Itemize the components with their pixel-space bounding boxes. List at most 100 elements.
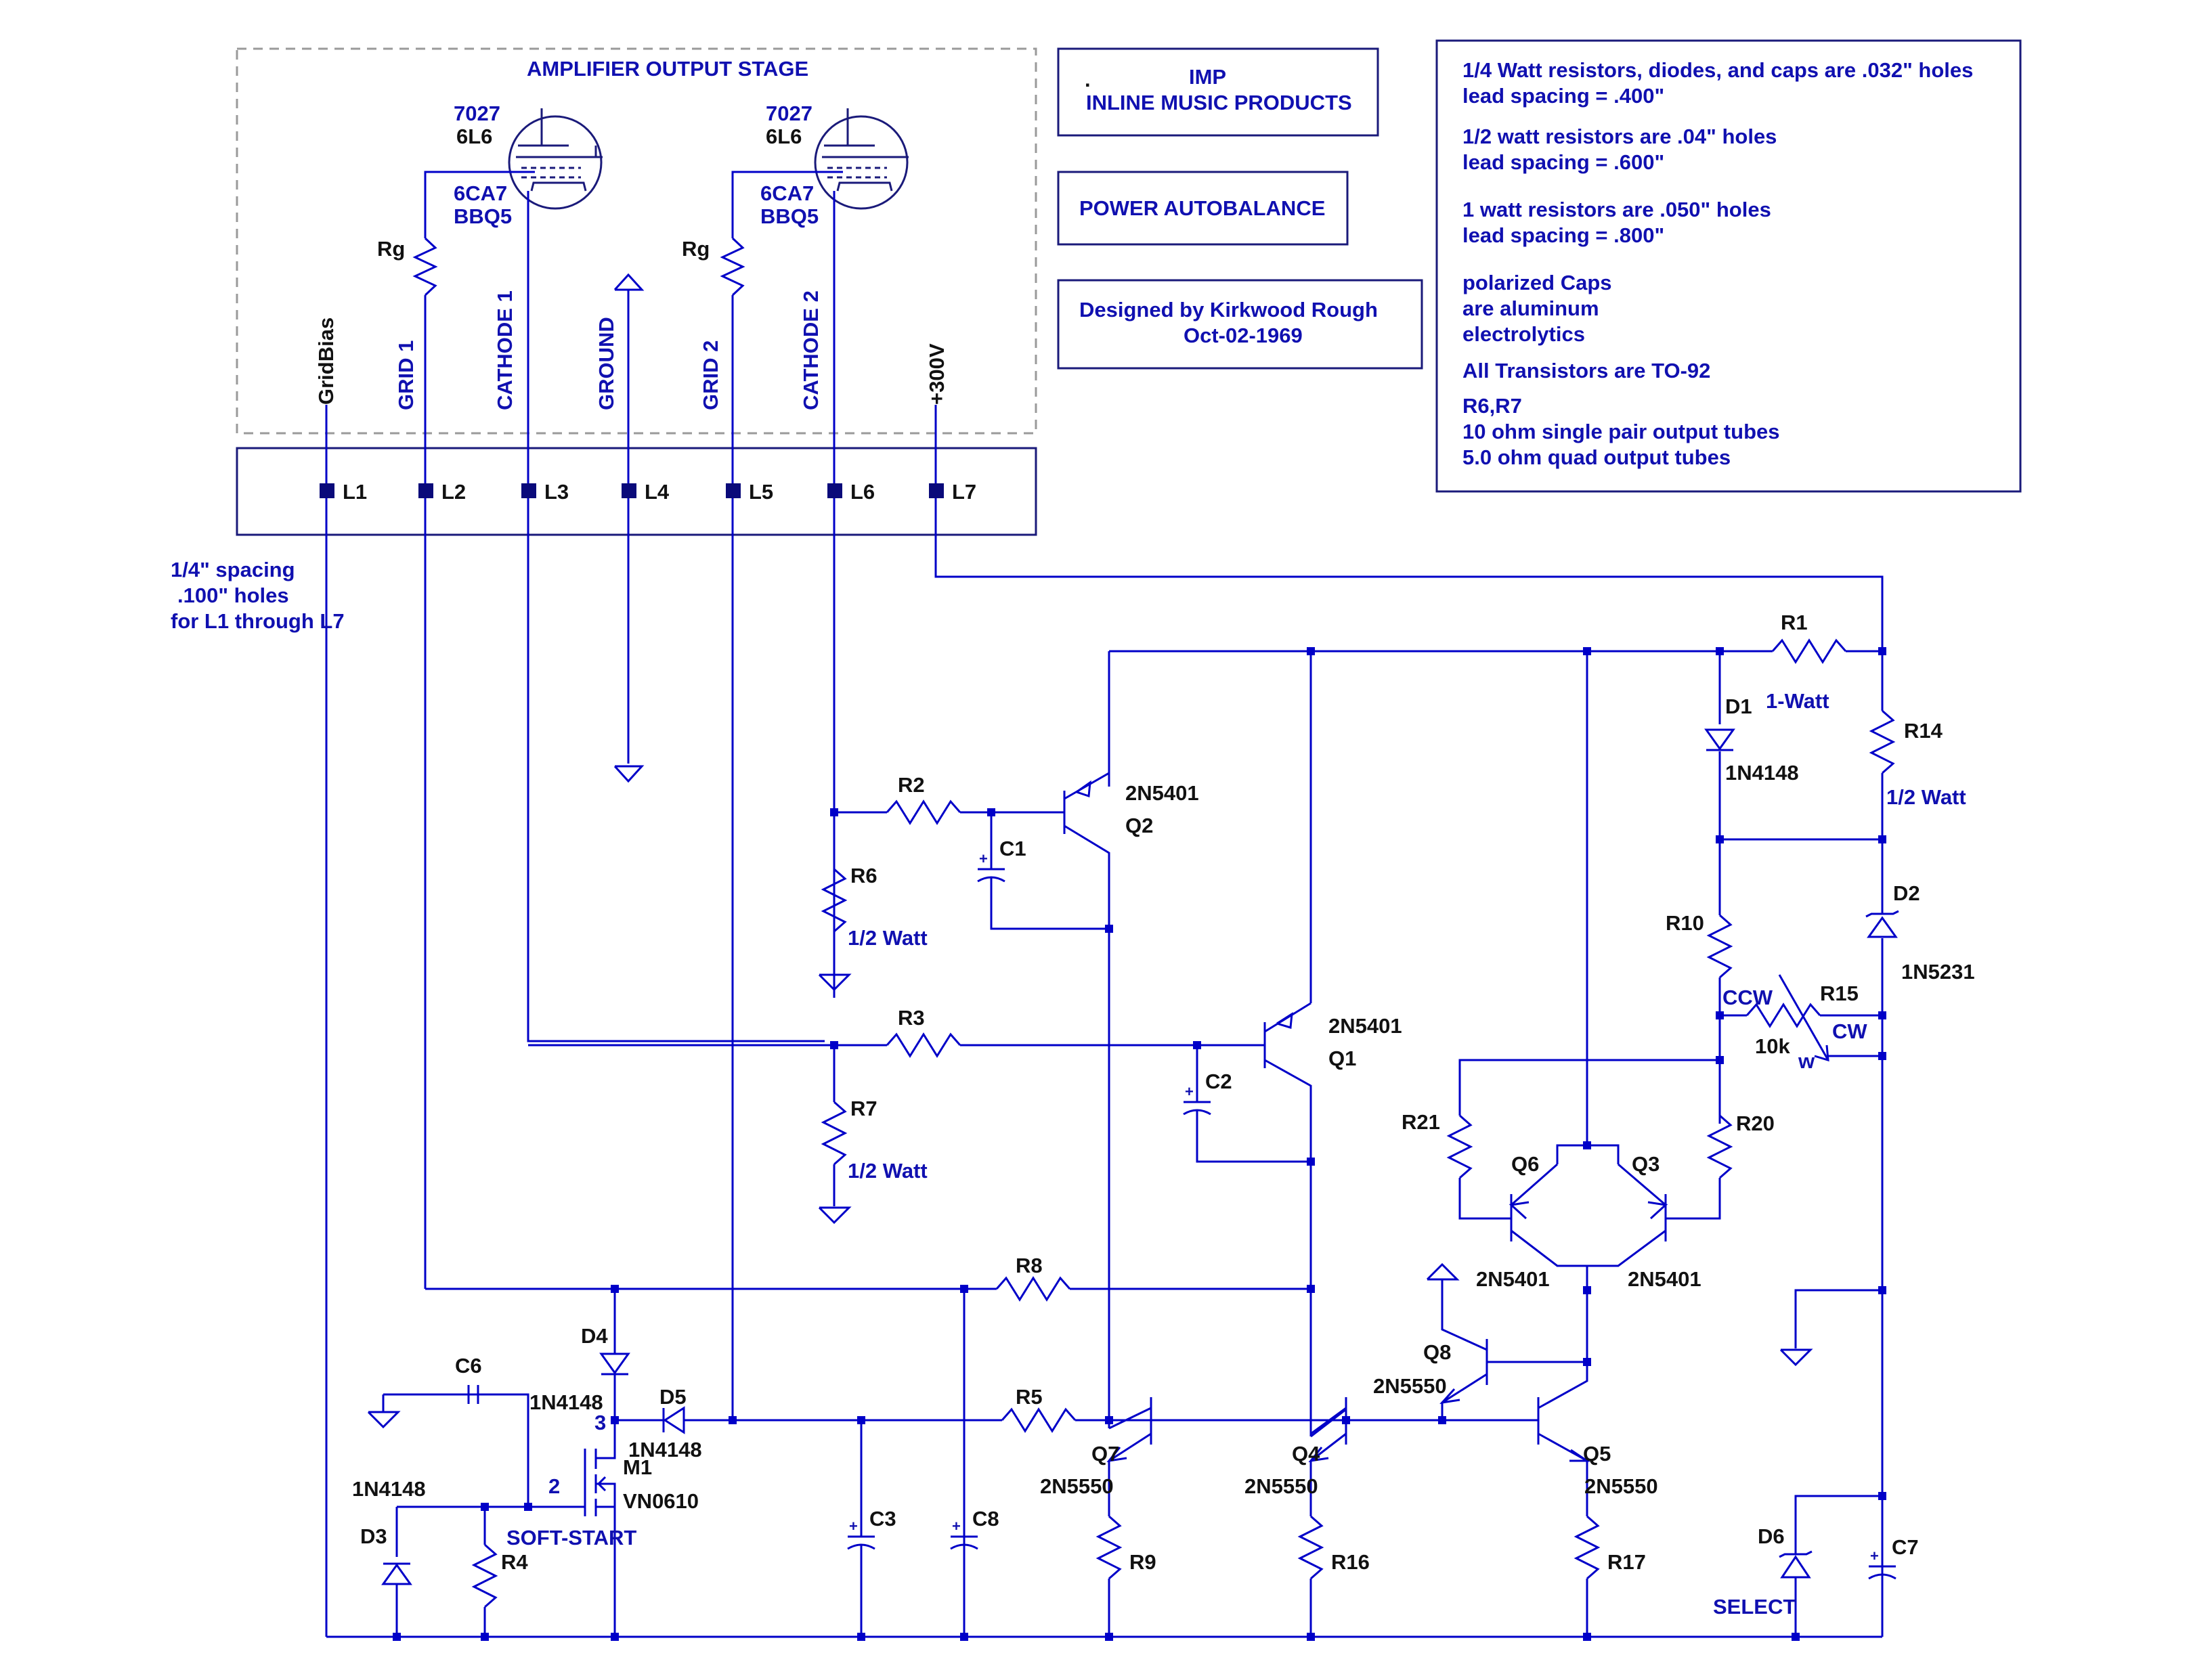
q3-label: Q3: [1632, 1152, 1660, 1176]
q8-label: Q8: [1423, 1340, 1451, 1364]
rg2-label: Rg: [682, 237, 710, 261]
q5-label: Q5: [1583, 1442, 1611, 1466]
tube1-type-c: 6CA7: [454, 181, 507, 205]
junction-dots: [393, 647, 1886, 1641]
company-box: [1057, 47, 1379, 137]
design-date: Oct-02-1969: [1184, 324, 1303, 347]
r15-cw: CW: [1832, 1019, 1867, 1043]
note-line: 10 ohm single pair output tubes: [1462, 420, 1779, 443]
r21-label: R21: [1402, 1110, 1440, 1134]
tube1-type-d: BBQ5: [454, 204, 512, 228]
terminal-l1: L1: [343, 480, 367, 504]
d5-part: 1N4148: [628, 1438, 702, 1461]
q2-label: Q2: [1125, 814, 1153, 837]
r1-note: 1-Watt: [1766, 689, 1829, 713]
c6-label: C6: [455, 1354, 482, 1378]
terminal-l7: L7: [952, 480, 976, 504]
note-line: All Transistors are TO-92: [1462, 359, 1710, 382]
spacing-note-line2: .100" holes: [177, 584, 289, 607]
q2-part: 2N5401: [1125, 781, 1199, 805]
note-line: are aluminum: [1462, 296, 1599, 320]
tube1-type-a: 7027: [454, 102, 500, 125]
c1-polarity: +: [979, 850, 988, 867]
gridbias-label: GridBias: [314, 317, 338, 405]
stage-title: AMPLIFIER OUTPUT STAGE: [527, 57, 808, 81]
note-line: 5.0 ohm quad output tubes: [1462, 445, 1731, 469]
note-line: 1/2 watt resistors are .04" holes: [1462, 125, 1777, 148]
r1-label: R1: [1781, 611, 1808, 634]
r7-note: 1/2 Watt: [848, 1159, 928, 1183]
wiring: [320, 171, 1899, 1638]
r6-note: 1/2 Watt: [848, 926, 928, 950]
m1-note: SOFT-START: [506, 1526, 636, 1549]
r17-label: R17: [1607, 1550, 1646, 1574]
c7-polarity: +: [1870, 1547, 1879, 1564]
rg1-label: Rg: [377, 237, 405, 261]
r14-note: 1/2 Watt: [1886, 785, 1966, 809]
note-line: 1 watt resistors are .050" holes: [1462, 198, 1771, 221]
company-abbrev: IMP: [1189, 65, 1226, 89]
r15-value: 10k: [1755, 1034, 1790, 1058]
tube-1-symbol: [508, 108, 603, 210]
tube-2-symbol: [814, 108, 909, 210]
q1-part: 2N5401: [1328, 1014, 1402, 1038]
output-stage-frame: [236, 47, 1037, 435]
r7-label: R7: [850, 1097, 877, 1120]
d3-part: 1N4148: [352, 1477, 426, 1501]
terminal-strip-box: [236, 447, 1037, 536]
c8-label: C8: [972, 1507, 999, 1531]
r14-label: R14: [1904, 719, 1943, 743]
q6-part: 2N5401: [1476, 1267, 1550, 1291]
d4-part: 1N4148: [529, 1390, 603, 1414]
m1-pin3: 3: [594, 1411, 606, 1434]
terminal-l4: L4: [645, 480, 670, 504]
function-label: POWER AUTOBALANCE: [1079, 196, 1325, 220]
note-line: lead spacing = .400": [1462, 84, 1664, 108]
r4-label: R4: [501, 1550, 528, 1574]
cathode2-label: CATHODE 2: [799, 290, 823, 410]
tube1-type-b: 6L6: [456, 125, 492, 148]
d6-label: D6: [1758, 1524, 1785, 1548]
m1-label: M1: [623, 1455, 652, 1479]
terminal-l6: L6: [850, 480, 875, 504]
terminal-l3: L3: [544, 480, 569, 504]
q7-label: Q7: [1091, 1442, 1119, 1466]
terminal-l5: L5: [749, 480, 773, 504]
designer-line: Designed by Kirkwood Rough: [1079, 298, 1378, 322]
c3-polarity: +: [849, 1518, 858, 1535]
grid1-label: GRID 1: [394, 340, 418, 410]
q6-label: Q6: [1511, 1152, 1539, 1176]
q3-part: 2N5401: [1628, 1267, 1701, 1291]
r16-label: R16: [1331, 1550, 1370, 1574]
plus300-label: +300V: [925, 343, 949, 405]
m1-pin2: 2: [548, 1474, 560, 1498]
d3-label: D3: [360, 1524, 387, 1548]
c2-label: C2: [1205, 1070, 1232, 1093]
d2-label: D2: [1893, 881, 1920, 905]
tube2-type-c: 6CA7: [760, 181, 814, 205]
c7-label: C7: [1892, 1535, 1919, 1559]
q4-part: 2N5550: [1244, 1474, 1318, 1498]
r20-label: R20: [1736, 1112, 1775, 1135]
terminal-l2: L2: [441, 480, 466, 504]
tube2-type-b: 6L6: [766, 125, 802, 148]
q8-part: 2N5550: [1373, 1374, 1447, 1398]
r15-label: R15: [1820, 982, 1859, 1005]
note-line: lead spacing = .600": [1462, 150, 1664, 174]
r6-label: R6: [850, 864, 877, 887]
d4-label: D4: [581, 1324, 608, 1348]
r10-label: R10: [1666, 911, 1704, 935]
c3-label: C3: [869, 1507, 896, 1531]
r5-label: R5: [1016, 1385, 1043, 1409]
r8-label: R8: [1016, 1254, 1043, 1277]
company-dot: .: [1085, 68, 1091, 91]
r2-label: R2: [898, 773, 925, 797]
r15-ccw: CCW: [1722, 986, 1773, 1009]
r9-label: R9: [1129, 1550, 1156, 1574]
r3-label: R3: [898, 1006, 925, 1030]
spacing-note-line3: for L1 through L7: [171, 609, 345, 633]
grid2-label: GRID 2: [699, 340, 722, 410]
company-name: INLINE MUSIC PRODUCTS: [1086, 91, 1352, 114]
note-line: lead spacing = .800": [1462, 223, 1664, 247]
